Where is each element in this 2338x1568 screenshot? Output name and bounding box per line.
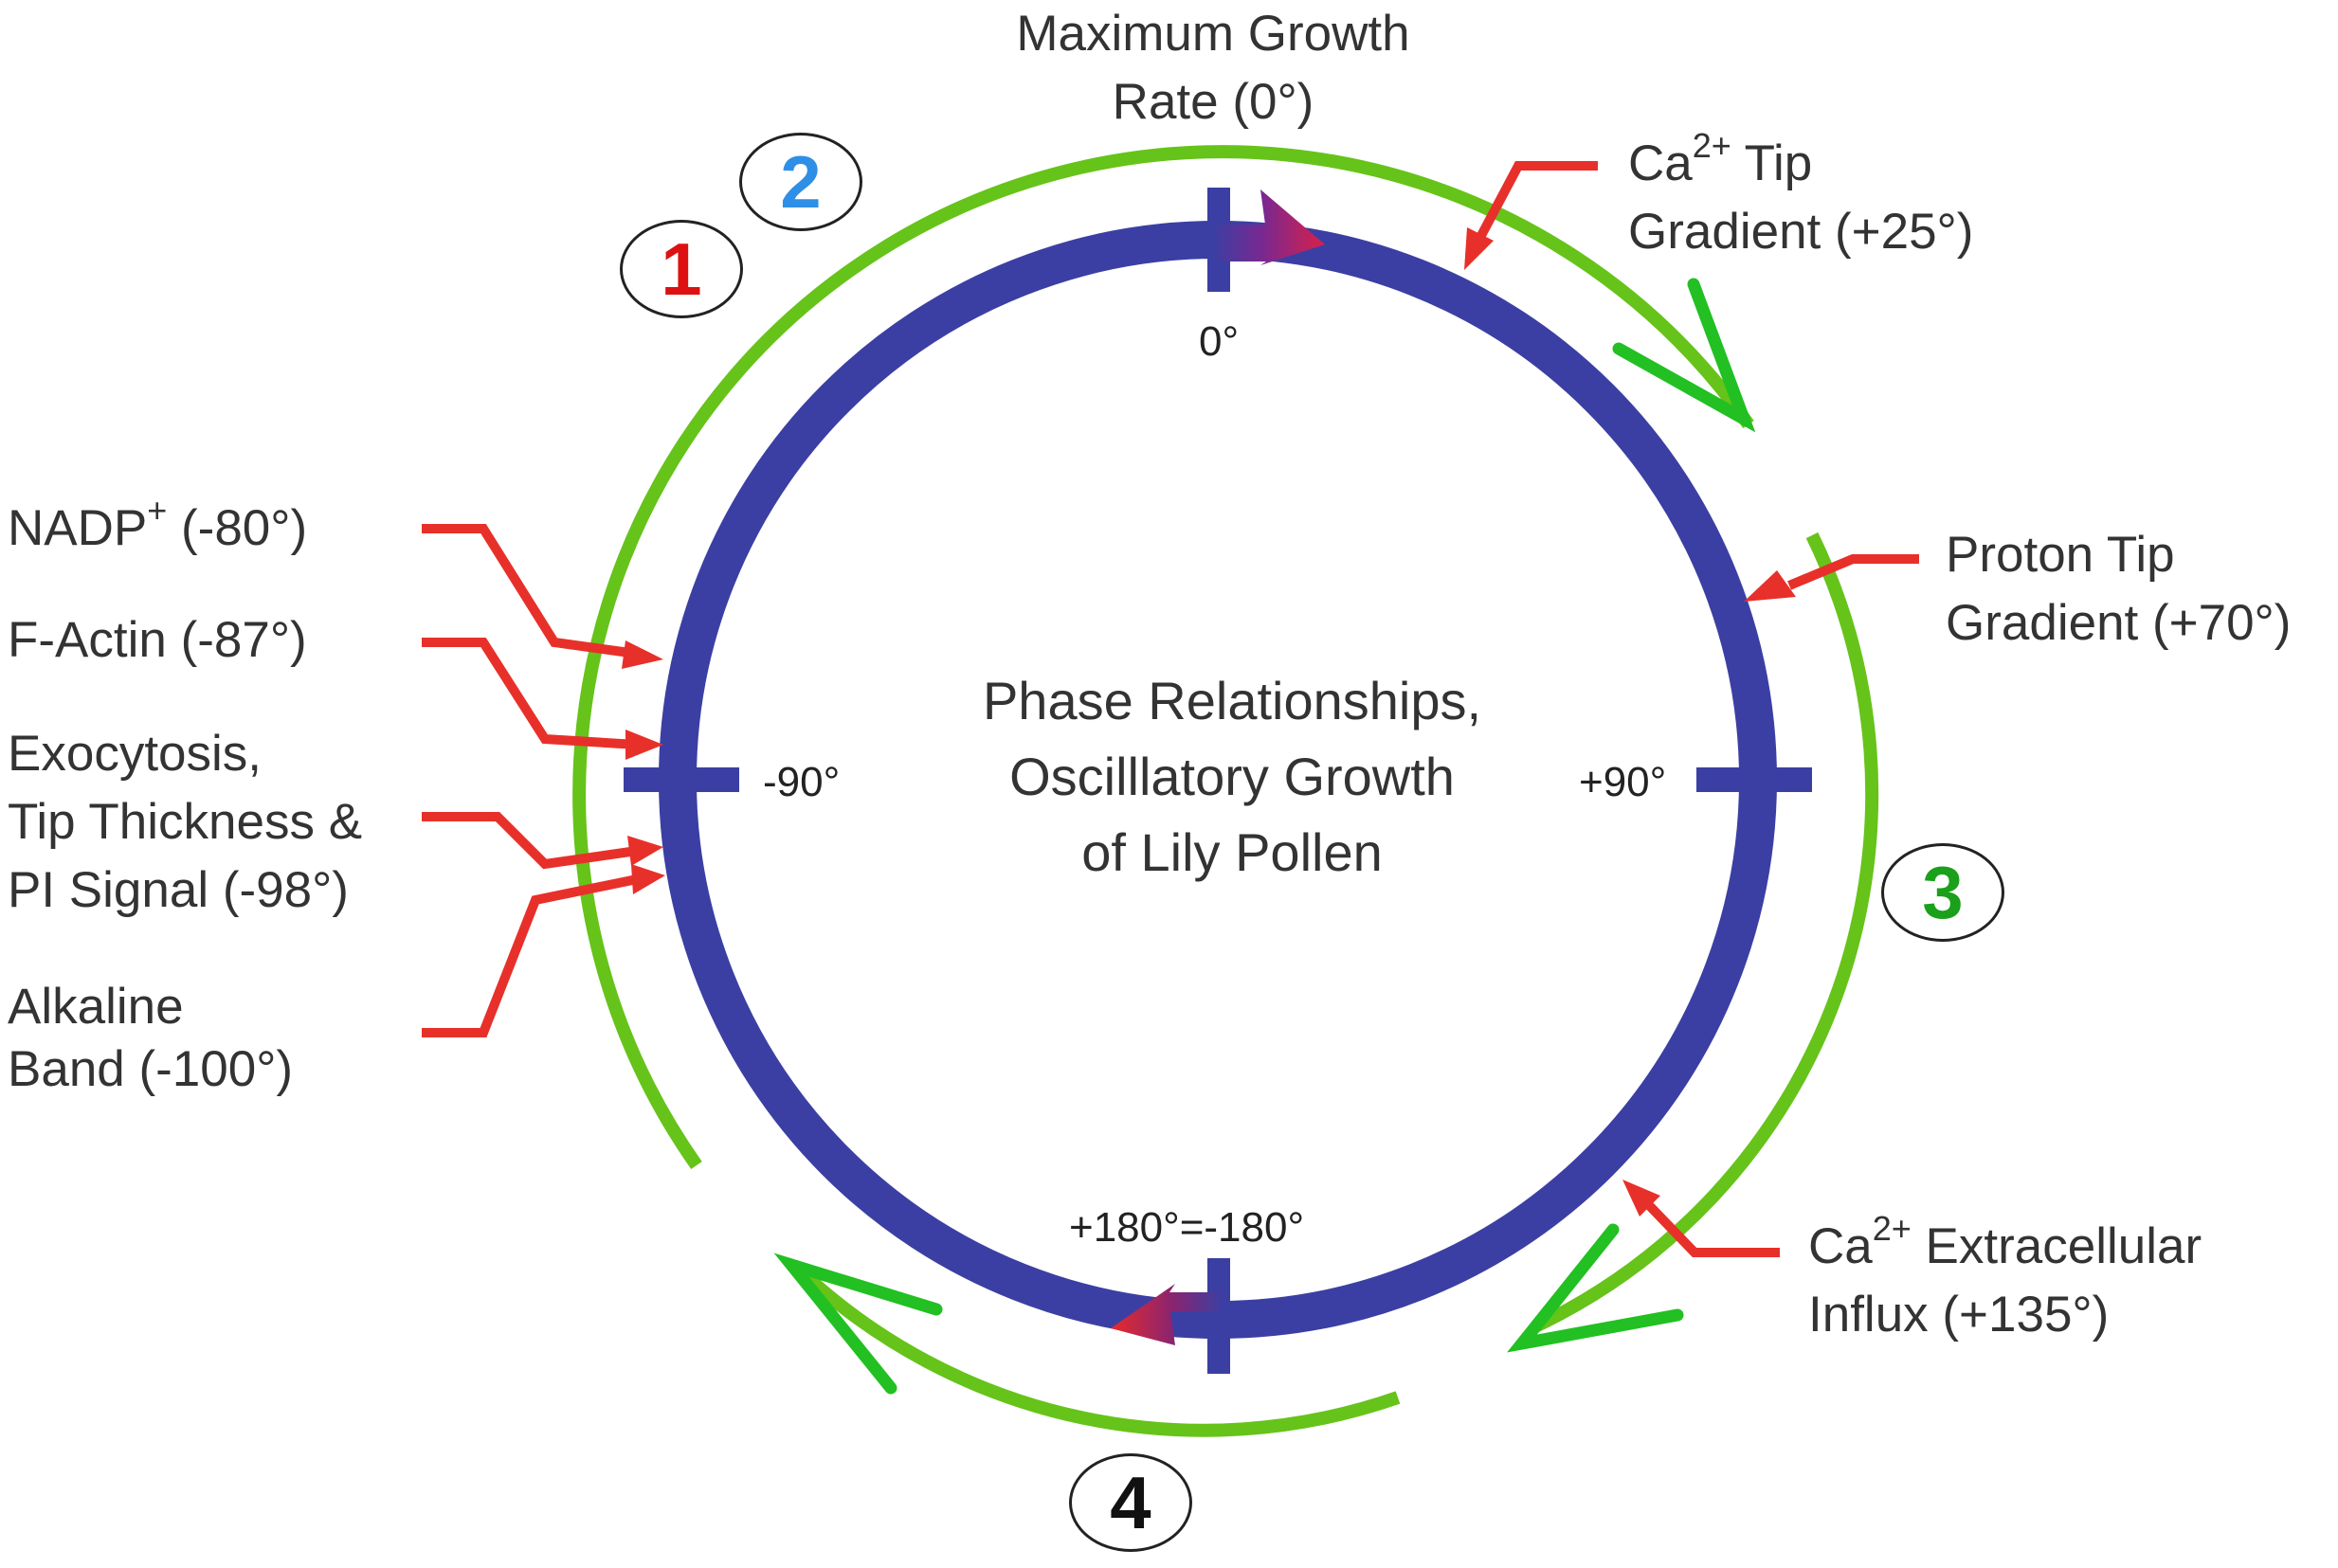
label-line: PI Signal (-98°) xyxy=(8,862,349,918)
phase-badge-3: 3 xyxy=(1881,843,2004,942)
arrowhead-right xyxy=(1507,1223,1684,1353)
phase-number: 1 xyxy=(661,226,702,311)
pointerhead-proton xyxy=(1744,570,1796,602)
phase-number: 4 xyxy=(1110,1460,1151,1544)
pointerhead-exocytosis xyxy=(627,836,663,866)
phase-badge-4: 4 xyxy=(1069,1453,1192,1552)
pointerhead-ca-tip xyxy=(1464,227,1494,270)
green-arc-bottom xyxy=(794,1264,1401,1437)
text-part: Tip xyxy=(1731,135,1813,191)
phase-number: 2 xyxy=(780,139,822,224)
label-proton-tip: Proton Tip Gradient (+70°) xyxy=(1946,521,2291,658)
text-part: NADP xyxy=(8,500,148,556)
label-line: Gradient (+70°) xyxy=(1946,595,2292,651)
arrowhead-bottom xyxy=(773,1253,943,1395)
label-exocytosis: Exocytosis, Tip Thickness & PI Signal (-… xyxy=(8,720,362,925)
text-part: (-80°) xyxy=(167,500,308,556)
title-line: of Lily Pollen xyxy=(1081,822,1383,882)
label-line: Maximum Growth xyxy=(1016,6,1410,62)
text-part: Extracellular xyxy=(1911,1218,2202,1274)
superscript: 2+ xyxy=(1692,126,1731,165)
tick-bottom xyxy=(1207,1258,1230,1374)
green-arrowheads xyxy=(773,278,1756,1395)
pointerhead-nadp xyxy=(622,640,663,669)
pointer-factin xyxy=(422,638,638,749)
degree-mark-top: 0° xyxy=(1199,318,1240,365)
pointer-alkaline xyxy=(422,874,639,1037)
label-line: Influx (+135°) xyxy=(1808,1287,2110,1343)
degree-mark-left: -90° xyxy=(763,759,841,805)
label-nadp: NADP+ (-80°) xyxy=(8,494,308,563)
label-line: Ca2+ Tip xyxy=(1628,129,1973,198)
pointer-exocytosis xyxy=(422,812,638,870)
superscript: + xyxy=(147,491,168,530)
pointer-ca-tip xyxy=(1472,161,1598,247)
label-line: Rate (0°) xyxy=(1112,74,1314,130)
pointerhead-alkaline xyxy=(631,864,665,894)
ring-direction-arrows xyxy=(1111,189,1325,1345)
event-pointer-heads xyxy=(622,227,1796,1217)
tick-right xyxy=(1696,767,1812,792)
ring-arrow-bottom xyxy=(1111,1284,1223,1345)
label-line: Gradient (+25°) xyxy=(1628,204,1974,260)
green-arc-right xyxy=(1531,532,1879,1333)
pointer-ca-influx xyxy=(1643,1199,1780,1257)
pointerhead-factin xyxy=(625,730,663,760)
label-line: Tip Thickness & xyxy=(8,794,363,850)
phase-number: 3 xyxy=(1922,850,1964,934)
text-part: Ca xyxy=(1628,135,1693,191)
ring-ticks xyxy=(624,188,1812,1374)
label-line: Ca2+ Extracellular xyxy=(1808,1212,2202,1281)
text-part: Ca xyxy=(1808,1218,1873,1274)
label-ca-influx: Ca2+ Extracellular Influx (+135°) xyxy=(1808,1212,2202,1349)
label-ca-tip: Ca2+ Tip Gradient (+25°) xyxy=(1628,129,1974,266)
label-max-growth: Maximum Growth Rate (0°) xyxy=(995,0,1431,136)
pointer-nadp xyxy=(422,524,638,658)
tick-left xyxy=(624,767,739,792)
label-line: Exocytosis, xyxy=(8,726,263,782)
label-line: Band (-100°) xyxy=(8,1041,294,1097)
degree-mark-bottom: +180°=-180° xyxy=(1069,1204,1305,1251)
title-line: Oscilllatory Growth xyxy=(1009,747,1455,806)
pointerhead-ca-influx xyxy=(1622,1180,1660,1217)
phase-badge-1: 1 xyxy=(620,220,743,318)
title-line: Phase Relationships, xyxy=(982,671,1482,730)
label-line: Alkaline xyxy=(8,979,184,1035)
arrowhead-top-right xyxy=(1612,278,1756,433)
label-factin: F-Actin (-87°) xyxy=(8,612,307,668)
phase-badge-2: 2 xyxy=(739,133,862,231)
label-alkaline: Alkaline Band (-100°) xyxy=(8,976,293,1101)
green-phase-arcs xyxy=(572,145,1879,1437)
pointer-proton xyxy=(1787,554,1919,590)
ring-arrow-top xyxy=(1213,189,1325,265)
degree-mark-right: +90° xyxy=(1579,759,1667,805)
green-arc-top-left xyxy=(572,145,1754,1170)
event-pointers xyxy=(422,161,1919,1257)
diagram-title: Phase Relationships, Oscilllatory Growth… xyxy=(910,663,1554,891)
superscript: 2+ xyxy=(1872,1209,1912,1248)
label-line: Proton Tip xyxy=(1946,527,2175,583)
